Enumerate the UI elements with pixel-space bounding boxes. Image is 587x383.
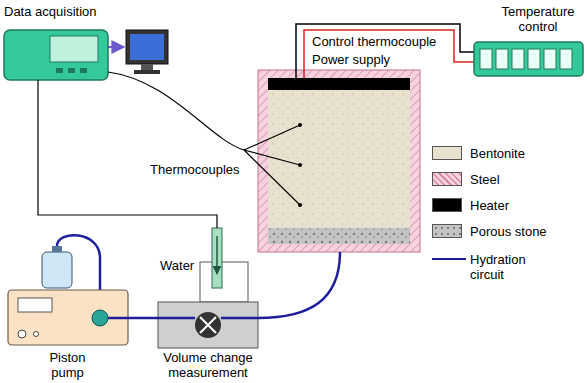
computer [126,30,168,74]
water-label: Water [160,258,194,273]
legend-swatch [432,172,462,186]
monitor-frame [126,30,168,64]
logger-screen [50,36,98,62]
valve-mark [200,317,216,333]
flow-arrow [216,236,218,274]
legend-item: Porous stone [432,224,570,256]
thermocouple-wire [244,150,300,205]
piston-pump-unit: Piston pump [5,245,130,382]
bottle-cap [52,246,62,252]
device-label: Piston pump [40,350,95,380]
thermocouple-wire [296,24,474,78]
pump-display [18,298,52,312]
data-arrow [108,46,124,48]
logger-button [56,68,63,73]
legend-text: Heater [470,198,570,213]
logger-body [4,30,108,80]
hydration-tube [108,317,130,320]
thermocouple-tip [298,203,302,207]
display-digit [544,49,556,69]
monitor-stand [141,64,153,70]
device-label: Data acquisition [4,4,110,19]
logger-button [80,68,87,73]
thermocouple-wire [244,125,300,150]
display-digit [480,49,492,69]
signal-wire [38,80,217,228]
water-reservoir [200,262,248,302]
test-cell [258,70,420,252]
hydration-tube [158,317,195,320]
legend-text: Bentonite [470,146,570,161]
wire-label: Control thermocouple [312,34,436,49]
porous-stone [268,228,410,244]
monitor-base [134,70,160,74]
volume-gauge-unit: Volume change measurement [158,228,258,382]
legend-swatch [432,224,462,238]
display-digit [560,49,572,69]
hydration-connector [130,317,158,320]
legend-text: Hydration circuit [470,252,542,282]
thermocouple-tip [298,163,302,167]
legend-item: Hydration circuit [432,252,542,284]
bentonite [268,90,410,228]
hydration-tube [221,317,258,320]
controller-body [474,42,583,76]
thermocouple-label: Thermocouples [150,162,240,177]
display-digit [496,49,508,69]
heater [268,78,410,90]
pump-knob [34,332,39,337]
logger-button [68,68,75,73]
power-wire [304,30,474,78]
legend-line-sample [432,258,466,260]
legend-text: Porous stone [470,224,570,239]
water-tube [212,228,222,288]
gauge-body [158,302,258,348]
temperature-controller-unit: Temperature control [470,2,585,82]
temperature-controller [474,42,583,76]
display-digit [512,49,524,69]
valve [195,312,221,338]
pump-knob [18,330,26,338]
legend-swatch [432,198,462,212]
water-bottle [42,252,72,288]
device-label: Temperature control [492,4,584,34]
monitor-screen [130,34,164,60]
legend-swatch [432,146,462,160]
steel-body [258,70,420,252]
display-digit [528,49,540,69]
device-label: Volume change measurement [158,350,258,380]
piston-pump [8,235,130,345]
hydration-tube [258,252,340,318]
thermocouple-wire [108,72,244,150]
data-logger-unit: Data acquisition [2,2,112,80]
wire-label: Power supply [312,52,390,67]
data-logger [4,30,108,80]
volume-gauge [158,228,258,348]
legend-text: Steel [470,172,570,187]
pump-dial [92,310,108,326]
thermocouple-tip [298,123,302,127]
